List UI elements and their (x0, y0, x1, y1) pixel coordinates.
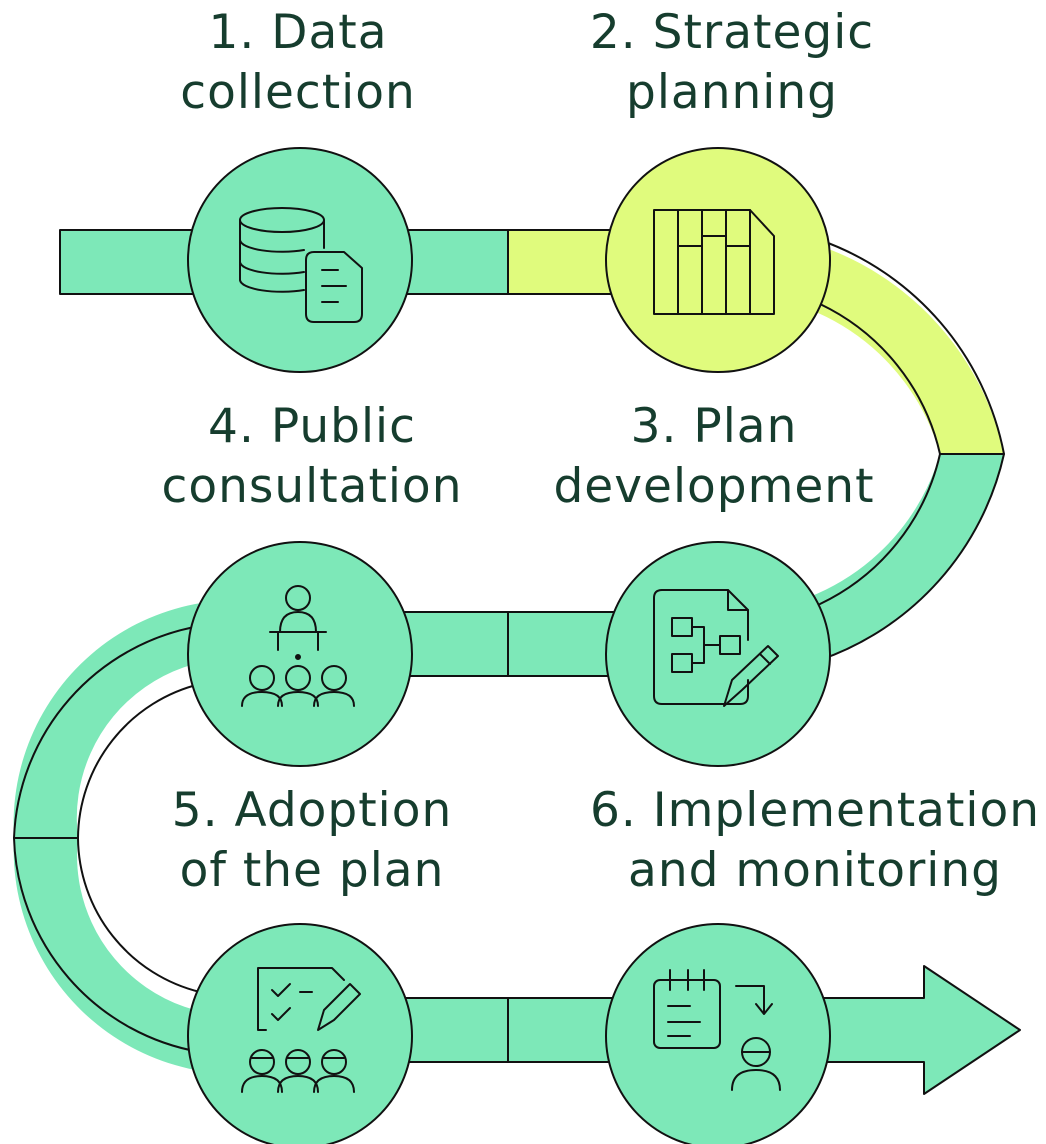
step-circle-6 (605, 923, 831, 1144)
step-6-subtitle: and monitoring (628, 843, 1002, 898)
step-2-subtitle: planning (626, 65, 838, 120)
step-circle-3 (605, 541, 831, 767)
step-label-1: 1. Data collection (180, 5, 416, 120)
step-1-subtitle: collection (180, 65, 416, 120)
step-label-2: 2. Strategic planning (590, 5, 874, 120)
step-4-title: 4. Public (208, 399, 416, 454)
track-outlines (13, 229, 1021, 1095)
flowchart-document-pencil-icon (653, 589, 779, 707)
step-5-subtitle: of the plan (180, 843, 445, 898)
step-6-title: 6. Implementation (590, 783, 1040, 838)
step-circle-1 (187, 147, 413, 373)
presenter-audience-icon (241, 585, 355, 707)
step-2-title: 2. Strategic (590, 5, 874, 60)
database-document-icon (239, 207, 363, 323)
step-4-subtitle: consultation (162, 459, 463, 514)
checklist-pencil-audience-icon (241, 967, 361, 1093)
step-3-subtitle: development (553, 459, 874, 514)
calendar-person-icon (653, 969, 781, 1091)
process-track (13, 229, 1021, 1095)
step-5-title: 5. Adoption (172, 783, 453, 838)
step-label-4: 4. Public consultation (162, 399, 463, 514)
step-label-6: 6. Implementation and monitoring (590, 783, 1040, 898)
step-circle-4 (187, 541, 413, 767)
step-3-title: 3. Plan (631, 399, 798, 454)
step-label-5: 5. Adoption of the plan (172, 783, 453, 898)
step-label-3: 3. Plan development (553, 399, 874, 514)
step-circle-5 (187, 923, 413, 1144)
roadmap-columns-icon (653, 209, 775, 315)
step-1-title: 1. Data (208, 5, 387, 60)
step-circle-2 (605, 147, 831, 373)
